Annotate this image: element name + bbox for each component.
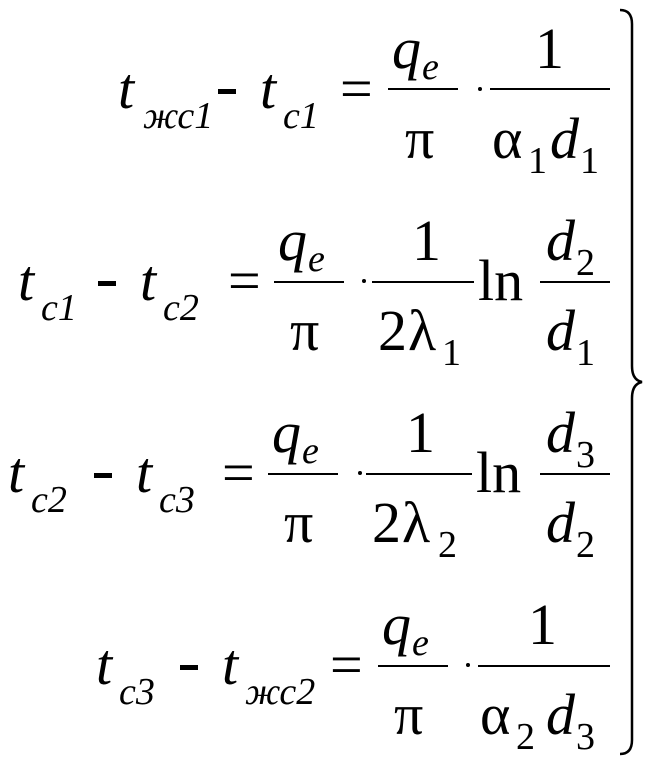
subscript-2: 2 bbox=[576, 524, 595, 566]
equals-sign: = bbox=[340, 56, 373, 121]
minus-sign bbox=[218, 89, 236, 94]
heat-flux-symbol: q bbox=[392, 16, 421, 81]
subscript-e: e bbox=[308, 238, 325, 280]
temperature-symbol: t bbox=[18, 248, 35, 313]
lambda-symbol: λ bbox=[402, 490, 431, 555]
subscript-2: 2 bbox=[438, 524, 457, 566]
alpha-symbol: α bbox=[480, 682, 511, 747]
subscript-wall-1: с1 bbox=[283, 95, 319, 137]
pi-symbol: π bbox=[405, 106, 435, 171]
subscript-e: e bbox=[412, 622, 429, 664]
numerator-one: 1 bbox=[412, 208, 441, 273]
minus-sign bbox=[98, 281, 116, 286]
subscript-1: 1 bbox=[442, 332, 461, 374]
fraction-bar bbox=[378, 665, 448, 667]
minus-sign bbox=[94, 473, 112, 478]
diameter-symbol: d bbox=[546, 208, 575, 273]
subscript-wall-2: с2 bbox=[163, 287, 199, 329]
pi-symbol: π bbox=[284, 490, 314, 555]
multiply-dot bbox=[466, 663, 470, 667]
natural-log: ln bbox=[478, 248, 524, 313]
lambda-symbol: λ bbox=[408, 298, 437, 363]
subscript-1: 1 bbox=[528, 140, 547, 182]
subscript-wall-2: с2 bbox=[31, 479, 67, 521]
multiply-dot bbox=[478, 87, 482, 91]
fraction-bar bbox=[478, 665, 610, 667]
subscript-wall-3: с3 bbox=[119, 671, 155, 713]
subscript-fluid-2: жс2 bbox=[245, 671, 316, 713]
subscript-fluid-1: жс1 bbox=[143, 95, 214, 137]
fraction-bar bbox=[490, 88, 610, 90]
equals-sign: = bbox=[228, 248, 261, 313]
pi-symbol: π bbox=[394, 682, 424, 747]
diameter-symbol: d bbox=[546, 682, 575, 747]
equals-sign: = bbox=[222, 440, 255, 505]
subscript-1: 1 bbox=[576, 332, 595, 374]
fraction-bar bbox=[540, 281, 610, 283]
alpha-symbol: α bbox=[492, 106, 523, 171]
numerator-one: 1 bbox=[406, 400, 435, 465]
temperature-symbol: t bbox=[118, 56, 135, 121]
fraction-bar bbox=[274, 281, 344, 283]
diameter-symbol: d bbox=[550, 106, 579, 171]
diameter-symbol: d bbox=[546, 490, 575, 555]
temperature-symbol: t bbox=[136, 440, 153, 505]
diameter-symbol: d bbox=[546, 400, 575, 465]
multiply-dot bbox=[362, 279, 366, 283]
fraction-bar bbox=[388, 88, 458, 90]
subscript-2: 2 bbox=[576, 242, 595, 284]
fraction-bar bbox=[372, 281, 474, 283]
heat-flux-symbol: q bbox=[382, 592, 411, 657]
subscript-wall-1: с1 bbox=[41, 287, 77, 329]
numerator-one: 1 bbox=[528, 592, 557, 657]
pi-symbol: π bbox=[290, 298, 320, 363]
heat-flux-symbol: q bbox=[278, 208, 307, 273]
subscript-wall-3: с3 bbox=[159, 479, 195, 521]
temperature-symbol: t bbox=[96, 632, 113, 697]
subscript-1: 1 bbox=[580, 140, 599, 182]
subscript-3: 3 bbox=[576, 716, 595, 758]
multiply-dot bbox=[358, 471, 362, 475]
numerator-one: 1 bbox=[535, 16, 564, 81]
temperature-symbol: t bbox=[260, 56, 277, 121]
temperature-symbol: t bbox=[140, 248, 157, 313]
subscript-e: e bbox=[422, 46, 439, 88]
fraction-bar bbox=[268, 473, 338, 475]
subscript-3: 3 bbox=[576, 434, 595, 476]
temperature-symbol: t bbox=[222, 632, 239, 697]
subscript-2: 2 bbox=[516, 716, 535, 758]
minus-sign bbox=[180, 665, 198, 670]
temperature-symbol: t bbox=[8, 440, 25, 505]
denominator-two: 2 bbox=[378, 298, 407, 363]
denominator-two: 2 bbox=[372, 490, 401, 555]
natural-log: ln bbox=[476, 440, 522, 505]
subscript-e: e bbox=[302, 430, 319, 472]
heat-flux-symbol: q bbox=[272, 400, 301, 465]
fraction-bar bbox=[540, 473, 610, 475]
diameter-symbol: d bbox=[546, 298, 575, 363]
equals-sign: = bbox=[330, 632, 363, 697]
fraction-bar bbox=[366, 473, 472, 475]
